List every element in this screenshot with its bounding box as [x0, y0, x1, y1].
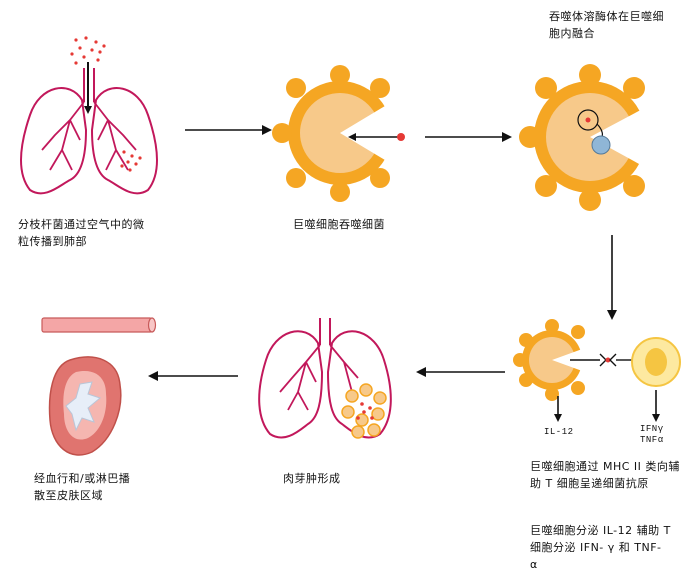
step-phagocytosis-text: 巨噬细胞吞噬细菌: [293, 218, 385, 231]
airborne-bacteria-particles: [70, 36, 106, 65]
helper-t-cell: [631, 337, 681, 387]
blood-vessel: [41, 317, 157, 333]
il12-mark: IL-12: [544, 427, 574, 437]
step-presentation-text: 巨噬细胞通过 MHC II 类向辅 助 T 细胞呈递细菌抗原: [530, 460, 680, 490]
ifn-gamma-mark: IFNγ: [640, 424, 664, 434]
lungs-with-granuloma: [258, 318, 392, 439]
bacterium: [397, 133, 405, 141]
step-fusion-text: 吞噬体溶酶体在巨噬细 胞内融合: [549, 10, 664, 40]
mhc-ii-receptor-link: [570, 353, 632, 367]
lysosome: [591, 135, 611, 155]
granuloma-cluster: [341, 383, 387, 439]
presenting-macrophage: [513, 319, 585, 401]
step-granuloma-text: 肉芽肿形成: [283, 472, 341, 485]
bacteria-in-lung: [120, 150, 142, 172]
step-cytokines-text: 巨噬细胞分泌 IL-12 辅助 T 细胞分泌 IFN- γ 和 TNF- α: [530, 524, 671, 571]
macrophage-engulfing: [272, 65, 395, 202]
lungs-with-bacteria: [20, 62, 158, 195]
lymph-node: [48, 356, 122, 456]
macrophage-phagolysosome: [519, 64, 650, 211]
tnf-alpha-mark: TNFα: [640, 435, 664, 445]
step-spread-text: 经血行和/或淋巴播 散至皮肤区域: [34, 472, 131, 502]
step-inhale-text: 分枝杆菌通过空气中的微 粒传播到肺部: [18, 218, 145, 248]
